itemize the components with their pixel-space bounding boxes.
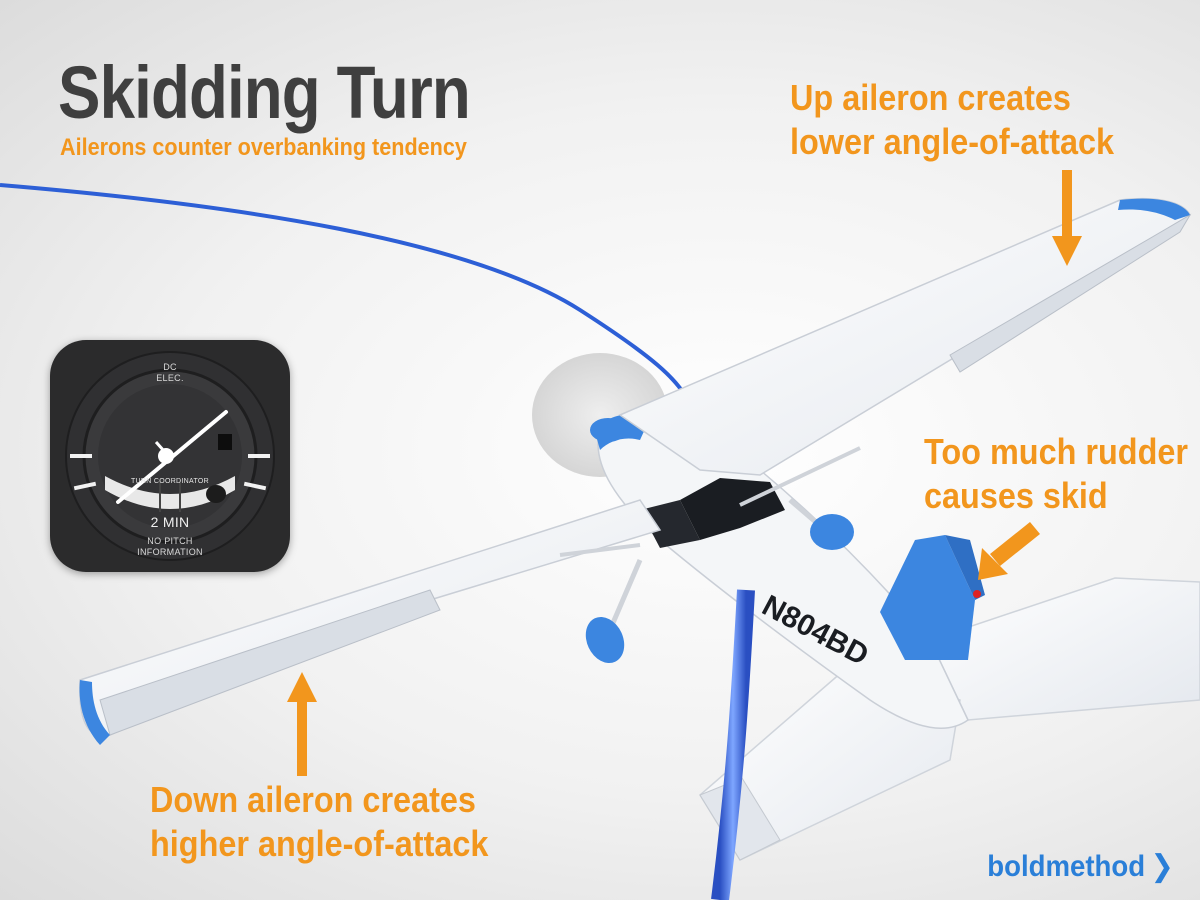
rate-label: 2 MIN — [150, 514, 190, 530]
brand-name: boldmethod — [987, 849, 1146, 883]
turn-coordinator-instrument: DC ELEC. TURN COORDINATOR 2 MIN NO PITCH… — [50, 340, 290, 572]
arrow-down-aileron — [287, 672, 317, 776]
inclinometer-ball — [206, 485, 226, 503]
left-wing-tip — [79, 680, 110, 745]
callout-down-aileron-line1: Down aileron creates — [150, 779, 476, 820]
power-label-line2: ELEC. — [156, 373, 184, 383]
right-wheel-fairing — [810, 514, 854, 550]
inclinometer-tube — [105, 476, 235, 509]
arrow-up-aileron — [1052, 170, 1082, 266]
page-title: Skidding Turn — [58, 51, 471, 134]
tail-light — [973, 590, 981, 598]
left-wing-strut — [559, 543, 641, 557]
level-mark-left — [70, 454, 92, 458]
pitch-disclaimer-line1: NO PITCH — [147, 536, 193, 546]
callout-rudder: Too much rudder causes skid — [924, 430, 1188, 518]
rate-mark-right — [243, 481, 267, 491]
turn-coordinator-face — [65, 351, 275, 561]
right-aileron-up — [949, 213, 1192, 373]
left-wheel-fairing — [585, 616, 625, 664]
chevron-right-icon: ❯ — [1150, 850, 1174, 883]
windshield — [680, 478, 785, 540]
instrument-name: TURN COORDINATOR — [130, 478, 210, 485]
power-label: DC ELEC. — [50, 362, 290, 384]
pitch-disclaimer: NO PITCH INFORMATION — [50, 536, 290, 558]
brand-logo: boldmethod ❯ — [987, 849, 1174, 884]
rate-mark-left — [73, 481, 97, 491]
flight-path-far — [0, 183, 692, 406]
level-mark-right — [248, 454, 270, 458]
power-label-line1: DC — [163, 362, 177, 372]
callout-down-aileron-line2: higher angle-of-attack — [150, 823, 489, 864]
callout-up-aileron-line2: lower angle-of-attack — [790, 121, 1115, 162]
right-wing-strut — [739, 446, 861, 507]
rudder — [945, 535, 985, 600]
pitch-disclaimer-line2: INFORMATION — [137, 547, 203, 557]
miniature-airplane-center — [158, 448, 174, 464]
callout-up-aileron-line1: Up aileron creates — [790, 77, 1071, 118]
main-gear-strut-left — [607, 559, 643, 631]
right-wing-tip — [1118, 198, 1190, 220]
callout-rudder-line2: causes skid — [924, 475, 1108, 516]
warning-flag — [218, 434, 232, 450]
callout-up-aileron: Up aileron creates lower angle-of-attack — [790, 76, 1114, 164]
side-window — [640, 500, 700, 548]
vertical-stabilizer — [880, 535, 975, 660]
left-aileron-down — [99, 589, 441, 736]
nose-wheel-fairing — [590, 418, 626, 442]
callout-down-aileron: Down aileron creates higher angle-of-att… — [150, 778, 488, 866]
flight-path-near — [711, 589, 755, 900]
page-subtitle: Ailerons counter overbanking tendency — [60, 134, 467, 161]
arrow-rudder — [978, 522, 1040, 580]
callout-rudder-line1: Too much rudder — [924, 431, 1188, 472]
